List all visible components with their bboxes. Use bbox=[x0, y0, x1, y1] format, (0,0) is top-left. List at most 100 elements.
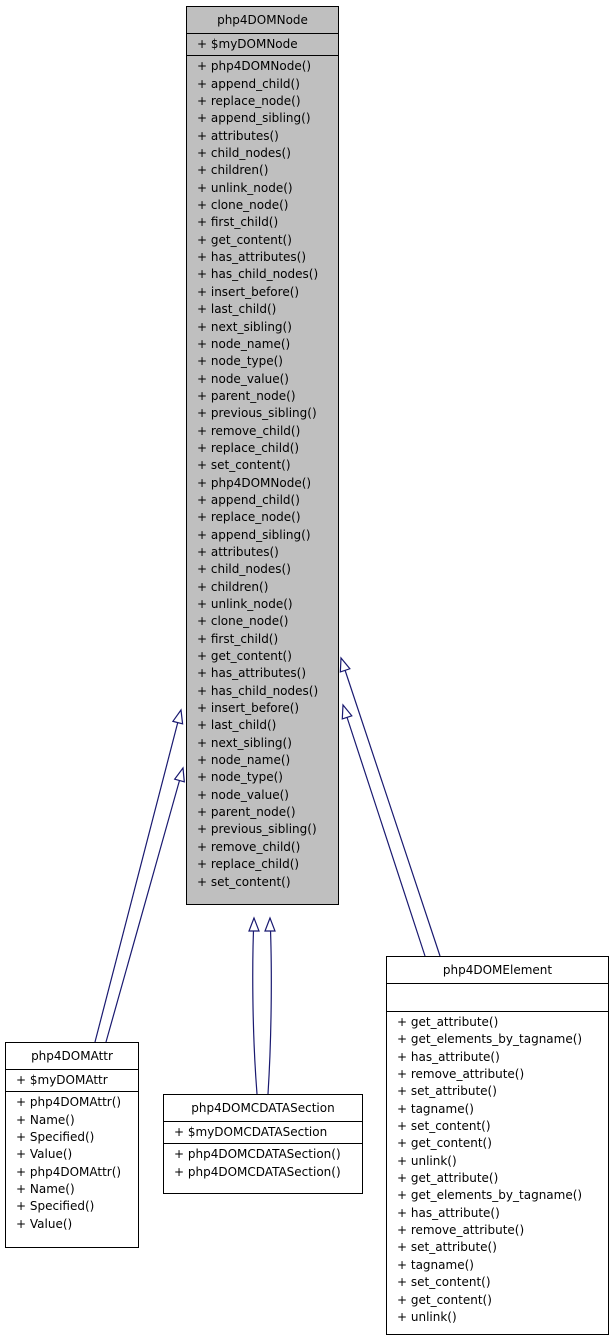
methods-section: + get_attribute() + get_elements_by_tagna… bbox=[387, 1012, 608, 1328]
class-method: + replace_node() bbox=[197, 510, 301, 525]
class-method: + php4DOMNode() bbox=[197, 475, 312, 490]
class-method: + set_content() bbox=[197, 874, 291, 889]
class-method: + php4DOMAttr() bbox=[16, 1164, 122, 1179]
class-method: + children() bbox=[197, 163, 269, 178]
class-method: + attributes() bbox=[197, 544, 279, 559]
class-method: + php4DOMNode() bbox=[197, 59, 312, 74]
attributes-section: + $myDOMAttr bbox=[6, 1070, 138, 1093]
class-attribute: + $myDOMNode bbox=[197, 37, 298, 51]
class-php4DOMNode[interactable]: php4DOMNode + $myDOMNode + php4DOMNode()… bbox=[186, 6, 339, 905]
class-method: + clone_node() bbox=[197, 614, 289, 629]
class-method: + append_child() bbox=[197, 492, 300, 507]
class-title-php4DOMAttr: php4DOMAttr bbox=[6, 1043, 138, 1070]
class-method: + child_nodes() bbox=[197, 146, 291, 161]
class-method: + has_attribute() bbox=[397, 1205, 500, 1220]
class-method: + Specified() bbox=[16, 1199, 95, 1214]
class-method: + last_child() bbox=[197, 302, 277, 317]
class-method: + node_type() bbox=[197, 770, 283, 785]
class-method: + set_content() bbox=[197, 458, 291, 473]
class-method: + Value() bbox=[16, 1216, 73, 1231]
class-method: + php4DOMCDATASection() bbox=[174, 1164, 341, 1179]
edge-cdata-2-arrowhead bbox=[264, 916, 276, 932]
edge-element-1 bbox=[342, 704, 426, 957]
edge-element-2 bbox=[340, 657, 441, 957]
class-title-php4DOMElement: php4DOMElement bbox=[387, 957, 608, 984]
class-method: + get_elements_by_tagname() bbox=[397, 1032, 583, 1047]
class-title-php4DOMCDATASection: php4DOMCDATASection bbox=[164, 1095, 362, 1122]
methods-section: + php4DOMCDATASection() + php4DOMCDATASec… bbox=[164, 1144, 362, 1183]
class-method: + has_child_nodes() bbox=[197, 683, 319, 698]
class-method: + clone_node() bbox=[197, 198, 289, 213]
edge-element-2-arrowhead bbox=[339, 656, 351, 673]
class-method: + tagname() bbox=[397, 1101, 474, 1116]
class-method: + Name() bbox=[16, 1112, 75, 1127]
class-method: + get_elements_by_tagname() bbox=[397, 1188, 583, 1203]
class-method: + set_attribute() bbox=[397, 1240, 497, 1255]
class-method: + set_content() bbox=[397, 1275, 491, 1290]
edge-attr-2-arrowhead bbox=[173, 766, 185, 783]
class-method: + Specified() bbox=[16, 1130, 95, 1145]
class-method: + append_sibling() bbox=[197, 111, 311, 126]
class-method: + unlink() bbox=[397, 1309, 457, 1324]
attributes-section: + $myDOMNode bbox=[187, 34, 338, 57]
attributes-section: + $myDOMCDATASection bbox=[164, 1122, 362, 1145]
class-method: + first_child() bbox=[197, 631, 279, 646]
class-method: + has_attribute() bbox=[397, 1049, 500, 1064]
class-method: + remove_child() bbox=[197, 423, 301, 438]
class-method: + next_sibling() bbox=[197, 319, 292, 334]
class-method: + previous_sibling() bbox=[197, 406, 317, 421]
class-php4DOMElement[interactable]: php4DOMElement + get_attribute() + get_el… bbox=[386, 956, 609, 1335]
methods-section: + php4DOMAttr() + Name() + Specified() + Va… bbox=[6, 1092, 138, 1235]
edge-cdata-1-arrowhead bbox=[248, 916, 260, 932]
class-method: + node_name() bbox=[197, 753, 291, 768]
class-method: + get_content() bbox=[397, 1292, 492, 1307]
class-method: + child_nodes() bbox=[197, 562, 291, 577]
edge-attr-1 bbox=[94, 709, 182, 1043]
class-attribute: + $myDOMCDATASection bbox=[174, 1125, 328, 1139]
class-method: + get_content() bbox=[197, 232, 292, 247]
class-php4DOMCDATASection[interactable]: php4DOMCDATASection + $myDOMCDATASection… bbox=[163, 1094, 363, 1194]
class-method: + Value() bbox=[16, 1147, 73, 1162]
class-method: + attributes() bbox=[197, 128, 279, 143]
attributes-section bbox=[387, 984, 608, 1012]
class-method: + parent_node() bbox=[197, 388, 296, 403]
class-method: + append_child() bbox=[197, 76, 300, 91]
class-method: + children() bbox=[197, 579, 269, 594]
class-method: + has_attributes() bbox=[197, 666, 307, 681]
edge-attr-1-arrowhead bbox=[171, 708, 184, 725]
class-method: + set_content() bbox=[397, 1119, 491, 1134]
class-method: + last_child() bbox=[197, 718, 277, 733]
class-method: + replace_child() bbox=[197, 440, 300, 455]
class-method: + get_content() bbox=[397, 1136, 492, 1151]
class-method: + get_attribute() bbox=[397, 1171, 499, 1186]
class-method: + replace_child() bbox=[197, 857, 300, 872]
class-method: + unlink() bbox=[397, 1153, 457, 1168]
class-method: + node_value() bbox=[197, 787, 289, 802]
class-method: + first_child() bbox=[197, 215, 279, 230]
class-method: + has_attributes() bbox=[197, 250, 307, 265]
class-method: + has_child_nodes() bbox=[197, 267, 319, 282]
class-method: + insert_before() bbox=[197, 284, 300, 299]
edge-attr-2 bbox=[105, 767, 184, 1043]
edge-cdata-2 bbox=[267, 917, 272, 1095]
class-php4DOMAttr[interactable]: php4DOMAttr + $myDOMAttr + php4DOMAttr()… bbox=[5, 1042, 139, 1248]
class-attribute: + $myDOMAttr bbox=[16, 1073, 108, 1087]
class-method: + remove_child() bbox=[197, 839, 301, 854]
class-method: + tagname() bbox=[397, 1257, 474, 1272]
edge-cdata-1 bbox=[252, 917, 258, 1095]
class-method: + parent_node() bbox=[197, 805, 296, 820]
class-method: + append_sibling() bbox=[197, 527, 311, 542]
class-method: + get_content() bbox=[197, 649, 292, 664]
class-method: + set_attribute() bbox=[397, 1084, 497, 1099]
class-method: + unlink_node() bbox=[197, 180, 293, 195]
edge-element-1-arrowhead bbox=[341, 703, 353, 720]
class-method: + get_attribute() bbox=[397, 1015, 499, 1029]
class-method: + remove_attribute() bbox=[397, 1223, 525, 1238]
class-method: + replace_node() bbox=[197, 94, 301, 109]
class-method: + php4DOMCDATASection() bbox=[174, 1147, 341, 1162]
class-method: + php4DOMAttr() bbox=[16, 1095, 122, 1110]
class-method: + node_name() bbox=[197, 336, 291, 351]
class-method: + node_type() bbox=[197, 354, 283, 369]
class-method: + insert_before() bbox=[197, 701, 300, 716]
